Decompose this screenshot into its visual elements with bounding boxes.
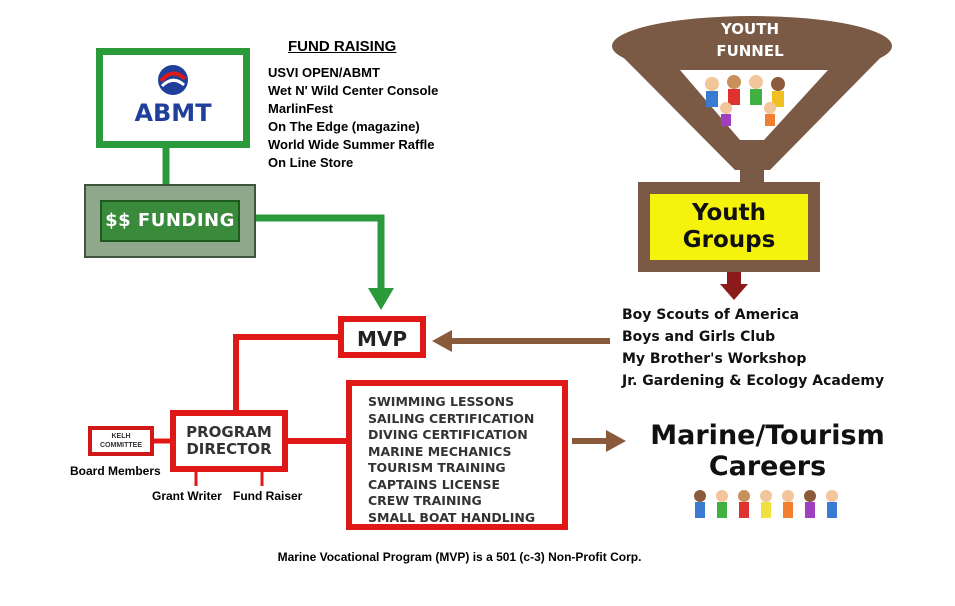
funding-bill: $$ FUNDING xyxy=(84,184,256,258)
footer-note: Marine Vocational Program (MVP) is a 501… xyxy=(0,550,955,564)
youth-groups-arrow-stem xyxy=(727,268,741,286)
youth-funnel-line2: FUNNEL xyxy=(716,42,784,60)
list-item: My Brother's Workshop xyxy=(622,351,807,367)
program-director-line1: PROGRAM xyxy=(186,423,272,441)
list-item: SWIMMING LESSONS xyxy=(368,394,515,409)
careers-heading: Marine/Tourism Careers xyxy=(600,420,935,482)
youth-groups-arrowhead xyxy=(720,284,748,300)
list-item: World Wide Summer Raffle xyxy=(268,137,435,152)
youth-groups-list: Boy Scouts of America Boys and Girls Clu… xyxy=(622,304,884,392)
committee-line2: COMMITTEE xyxy=(100,442,142,449)
youth-funnel-label: YOUTH FUNNEL xyxy=(686,18,814,62)
committee-box: KELH COMMITTEE xyxy=(88,426,154,456)
list-item: USVI OPEN/ABMT xyxy=(268,65,380,80)
list-item: CREW TRAINING xyxy=(368,493,482,508)
youth-groups-line2: Groups xyxy=(682,227,776,253)
list-item: SMALL BOAT HANDLING xyxy=(368,509,536,525)
youth-groups-line1: Youth xyxy=(691,200,767,226)
program-director-box: PROGRAM DIRECTOR xyxy=(170,410,288,472)
fund-raiser-label: Fund Raiser xyxy=(233,489,303,503)
youth-funnel-line1: YOUTH xyxy=(720,20,780,38)
committee-line1: KELH xyxy=(111,433,131,440)
funding-to-mvp-line xyxy=(254,214,385,290)
list-item: On Line Store xyxy=(268,155,354,170)
mvp-box: MVP xyxy=(338,316,426,358)
list-item: Jr. Gardening & Ecology Academy xyxy=(622,373,885,389)
courses-list: SWIMMING LESSONS SAILING CERTIFICATION D… xyxy=(368,394,535,526)
list-item: Boys and Girls Club xyxy=(622,329,776,345)
list-item: On The Edge (magazine) xyxy=(268,119,420,134)
funding-to-mvp-arrowhead xyxy=(368,288,394,310)
children-row-icon xyxy=(694,490,838,518)
youth-groups-box: Youth Groups xyxy=(638,182,820,272)
list-item: Wet N' Wild Center Console xyxy=(268,83,439,98)
list-item: TOURISM TRAINING xyxy=(368,460,506,475)
list-item: MARINE MECHANICS xyxy=(368,443,512,459)
courses-box: SWIMMING LESSONS SAILING CERTIFICATION D… xyxy=(346,380,568,530)
courses-to-careers-arrowhead xyxy=(606,430,626,452)
groups-to-mvp-arrowhead xyxy=(432,330,452,352)
youth-groups-inner: Youth Groups xyxy=(650,194,808,260)
careers-line1: Marine/Tourism xyxy=(650,420,885,451)
list-item: Boy Scouts of America xyxy=(622,307,800,323)
list-item: CAPTAINS LICENSE xyxy=(368,476,501,492)
program-director-label: PROGRAM DIRECTOR xyxy=(176,424,282,458)
mvp-label: MVP xyxy=(356,327,408,351)
funding-bill-center: $$ FUNDING xyxy=(100,200,240,242)
abmt-label: ABMT xyxy=(134,99,212,127)
board-members-label: Board Members xyxy=(70,464,161,478)
footer-text: Marine Vocational Program (MVP) is a 501… xyxy=(277,550,642,564)
abmt-logo-icon xyxy=(158,65,188,95)
abmt-box: ABMT xyxy=(96,48,250,148)
program-director-line2: DIRECTOR xyxy=(186,440,272,458)
mvp-to-director-line xyxy=(233,334,338,412)
careers-line2: Careers xyxy=(708,451,827,482)
list-item: MarlinFest xyxy=(268,101,334,116)
youth-groups-label: Youth Groups xyxy=(650,200,808,254)
fund-raising-list: USVI OPEN/ABMT Wet N' Wild Center Consol… xyxy=(268,64,438,172)
committee-label: KELH COMMITTEE xyxy=(92,432,150,450)
children-group-icon xyxy=(705,75,785,126)
funding-label: $$ FUNDING xyxy=(105,210,235,231)
list-item: SAILING CERTIFICATION xyxy=(368,410,535,426)
list-item: DIVING CERTIFICATION xyxy=(368,427,528,442)
fund-raising-title: FUND RAISING xyxy=(288,38,397,55)
grant-writer-label: Grant Writer xyxy=(152,489,222,503)
